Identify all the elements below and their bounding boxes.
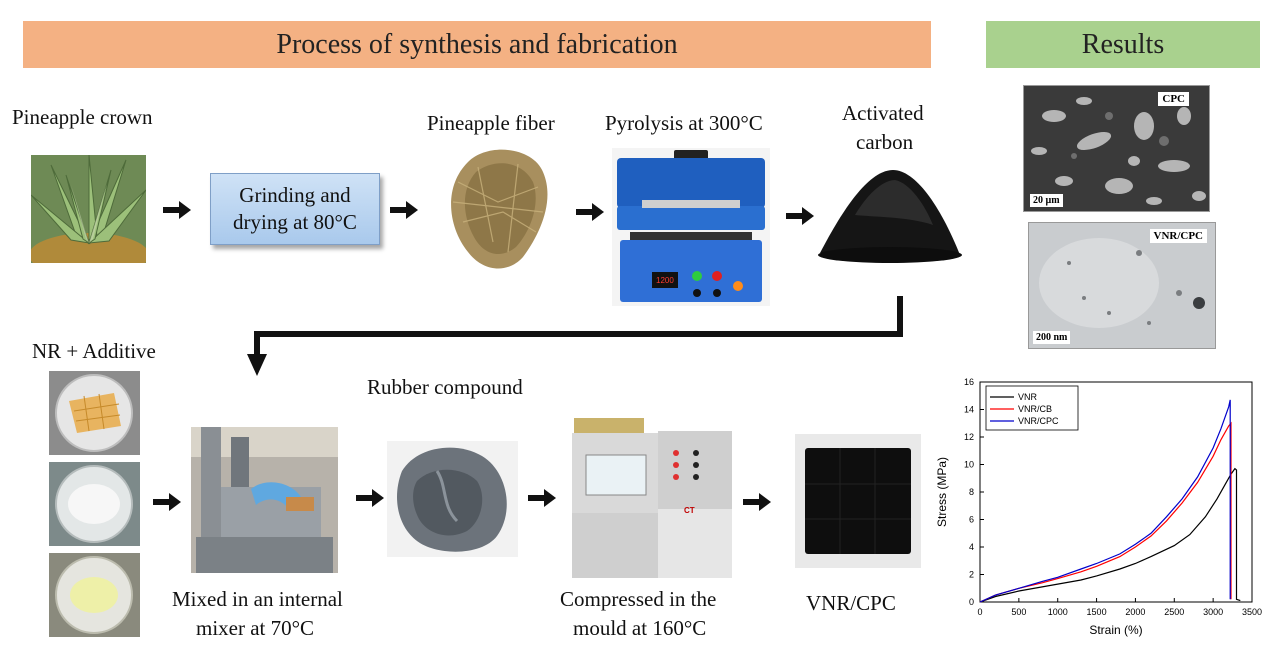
activated-carbon-label-1: Activated (842, 101, 924, 125)
pyrolysis-label: Pyrolysis at 300°C (605, 111, 763, 135)
series-line-vnr-cb (979, 421, 1232, 603)
nr-additive-label: NR + Additive (32, 339, 156, 363)
arrow-icon (743, 493, 773, 511)
activated-carbon-label-2: carbon (856, 130, 914, 154)
additive-dish-photo-2 (49, 553, 140, 637)
y-tick-label: 8 (969, 487, 974, 497)
arrow-icon (528, 489, 558, 507)
legend-label: VNR/CB (1018, 404, 1052, 414)
mixed-label-1: Mixed in an internal (172, 587, 343, 611)
stress-strain-chart: 0 500 1000 1500 2000 2500 3000 3500 0 2 4 6 8 10 12 14 1… (932, 372, 1270, 644)
x-tick-label: 3000 (1203, 607, 1223, 617)
grinding-line1: Grinding and (239, 183, 351, 207)
chart-svg: 0 500 1000 1500 2000 2500 3000 3500 0 2 4 6 8 10 12 14 1… (935, 377, 1262, 637)
y-tick-label: 14 (964, 405, 974, 415)
mixer-photo (191, 427, 338, 573)
x-tick-label: 2500 (1164, 607, 1184, 617)
sem-micrograph: CPC 20 µm (1023, 85, 1210, 212)
carbon-powder-photo (815, 165, 965, 265)
rubber-compound-label: Rubber compound (367, 375, 523, 399)
sem-tag: CPC (1158, 92, 1189, 106)
arrow-icon (390, 201, 420, 219)
grinding-line2: drying at 80°C (233, 210, 357, 234)
arrow-icon (576, 203, 606, 221)
y-tick-label: 2 (969, 570, 974, 580)
svg-text:CT: CT (684, 506, 695, 515)
rubber-compound-photo (387, 441, 518, 557)
tem-scale-label: 200 nm (1033, 331, 1071, 344)
x-tick-label: 3500 (1242, 607, 1262, 617)
pyrolysis-furnace-photo: 1200 (612, 148, 770, 306)
product-label: VNR/CPC (806, 591, 896, 615)
y-tick-label: 10 (964, 460, 974, 470)
x-tick-label: 2000 (1125, 607, 1145, 617)
process-banner-title: Process of synthesis and fabrication (276, 28, 678, 60)
pineapple-fiber-label: Pineapple fiber (427, 111, 555, 135)
y-axis-label: Stress (MPa) (935, 457, 949, 527)
arrow-icon (786, 207, 816, 225)
fiber-photo (438, 142, 556, 272)
arrow-icon (356, 489, 386, 507)
y-tick-label: 6 (969, 515, 974, 525)
x-axis-label: Strain (%) (1089, 623, 1142, 637)
compressed-label-1: Compressed in the (560, 587, 717, 611)
pineapple-crown-photo (31, 155, 146, 263)
process-banner: Process of synthesis and fabrication (23, 21, 931, 68)
x-tick-label: 0 (977, 607, 982, 617)
tem-micrograph: VNR/CPC 200 nm (1028, 222, 1216, 349)
compression-press-photo: CT (566, 413, 736, 578)
tem-tag: VNR/CPC (1149, 229, 1207, 243)
y-tick-label: 0 (969, 597, 974, 607)
connector-arrow-icon (247, 296, 903, 376)
x-tick-label: 1000 (1048, 607, 1068, 617)
legend-label: VNR/CPC (1018, 416, 1059, 426)
results-banner: Results (986, 21, 1260, 68)
y-tick-label: 12 (964, 432, 974, 442)
arrow-icon (163, 201, 193, 219)
sem-scale-label: 20 µm (1030, 194, 1063, 207)
nr-dish-photo (49, 371, 140, 455)
x-tick-label: 1500 (1087, 607, 1107, 617)
x-tick-label: 500 (1011, 607, 1026, 617)
compressed-label-2: mould at 160°C (573, 616, 707, 640)
grinding-drying-box: Grinding and drying at 80°C (210, 173, 380, 245)
pineapple-crown-label: Pineapple crown (12, 105, 153, 129)
y-tick-label: 4 (969, 542, 974, 552)
series-line-vnr (979, 467, 1241, 603)
legend-label: VNR (1018, 392, 1038, 402)
y-tick-label: 16 (964, 377, 974, 387)
arrow-icon (153, 493, 183, 511)
vnr-cpc-sheet-photo (795, 434, 921, 568)
series-line-vnr-cpc (979, 399, 1231, 603)
results-banner-title: Results (1081, 28, 1165, 60)
additive-dish-photo-1 (49, 462, 140, 546)
legend-box (985, 385, 1079, 431)
mixed-label-2: mixer at 70°C (196, 616, 315, 640)
svg-text:1200: 1200 (656, 276, 674, 285)
